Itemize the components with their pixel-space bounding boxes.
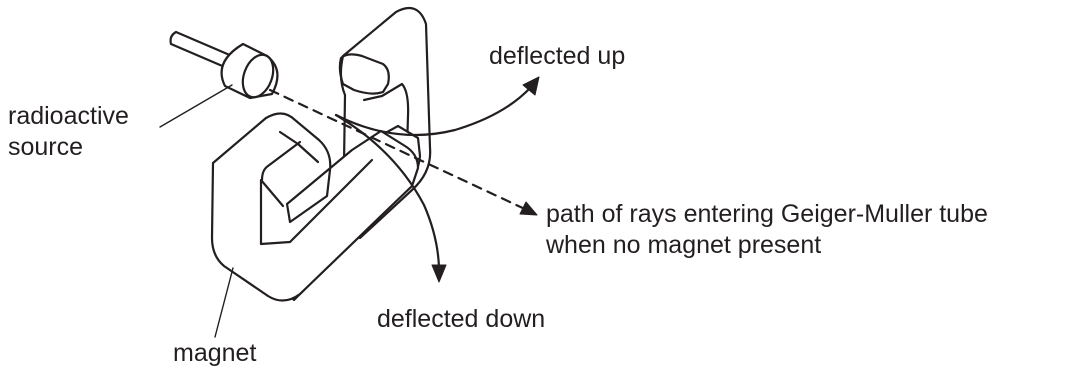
undeflected-ray-path xyxy=(268,88,529,212)
leader-lines xyxy=(159,84,234,338)
magnet-upper-arm-edge xyxy=(362,82,410,182)
ray-paths xyxy=(268,76,540,283)
deflected-down-arrowhead xyxy=(431,264,447,283)
magnet-label: magnet xyxy=(173,339,257,367)
deflected-up-arrowhead xyxy=(522,76,540,96)
undeflected-path-label-line2: when no magnet present xyxy=(546,231,822,259)
source-cylinder-face xyxy=(241,53,275,99)
undeflected-ray-arrowhead xyxy=(519,201,538,216)
magnet-leader-line xyxy=(214,267,234,338)
source-rod xyxy=(169,30,234,70)
radioactive-source-label: radioactive source xyxy=(8,101,129,163)
deflected-down-label: deflected down xyxy=(377,305,546,333)
deflected-up-ray xyxy=(334,85,533,137)
magnet-lower-ridge xyxy=(260,140,302,182)
undeflected-path-label: path of rays entering Geiger-Muller tube… xyxy=(546,199,988,261)
radioactive-source-label-line2: source xyxy=(8,133,84,161)
magnet-lower-outer xyxy=(210,112,420,302)
source-leader-line xyxy=(159,84,233,128)
magnet-upper-arm-face xyxy=(338,53,390,95)
deflected-up-label: deflected up xyxy=(489,42,626,70)
radioactive-source-label-line1: radioactive xyxy=(8,102,129,130)
radioactive-source xyxy=(169,30,279,100)
undeflected-path-label-line1: path of rays entering Geiger-Muller tube xyxy=(546,200,988,228)
deflected-down-ray xyxy=(334,113,441,270)
